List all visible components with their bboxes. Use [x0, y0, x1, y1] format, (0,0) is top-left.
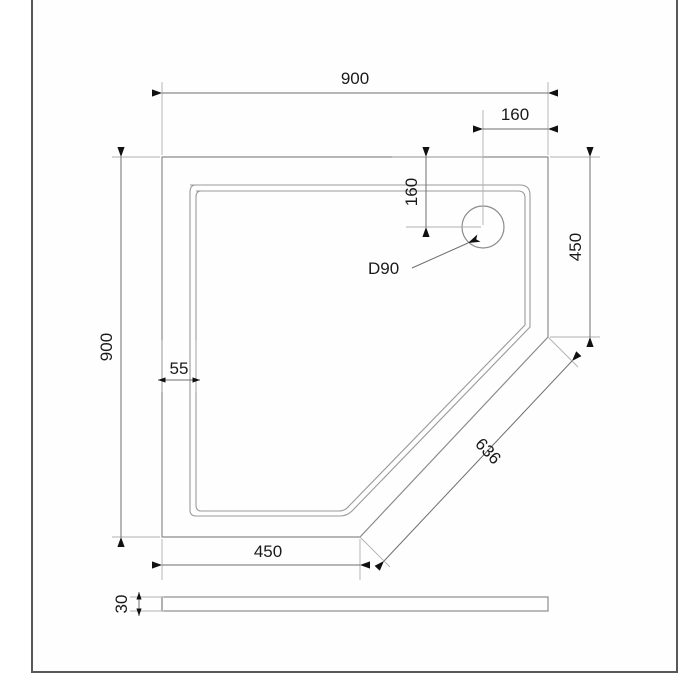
dim-label-30: 30: [112, 595, 131, 614]
dimension-bottom-edge-run: 450: [152, 542, 370, 569]
dim-line-636: [374, 351, 582, 571]
dimension-overall-height: 900: [97, 147, 125, 547]
dimension-chamfer-length: 636: [374, 351, 582, 571]
dim-label-d90: D90: [368, 259, 399, 278]
extension-lines: [112, 82, 600, 612]
tray-rim-inner-line: [195, 190, 526, 512]
dim-label-900-height: 900: [97, 333, 116, 361]
dim-label-160-vertical: 160: [402, 178, 421, 206]
tray-rim-outer-line: [189, 184, 531, 517]
dimension-drain-offset-top: 160: [402, 147, 430, 237]
dimension-thickness: 30: [112, 592, 142, 616]
dim-label-160-horizontal: 160: [501, 105, 529, 124]
plan-view: [161, 156, 549, 538]
dimension-rim-width: 55: [158, 359, 200, 383]
ext-line-chamfer-upper: [547, 336, 579, 368]
leader-drain-diameter: D90: [368, 234, 481, 278]
side-profile-view: [161, 596, 549, 612]
dimension-overall-width: 900: [152, 69, 558, 97]
ext-line-chamfer-lower: [359, 536, 391, 568]
dim-label-450-bottom: 450: [254, 542, 282, 561]
dim-label-450-right: 450: [566, 233, 585, 261]
dim-label-900-width: 900: [341, 69, 369, 88]
leader-line-d90: [411, 234, 481, 269]
dimension-drain-offset-right: 160: [473, 105, 558, 133]
profile-body: [161, 596, 549, 612]
dimension-right-edge-run: 450: [566, 147, 594, 347]
dim-label-55: 55: [170, 359, 189, 378]
tray-outer-outline: [161, 156, 549, 538]
